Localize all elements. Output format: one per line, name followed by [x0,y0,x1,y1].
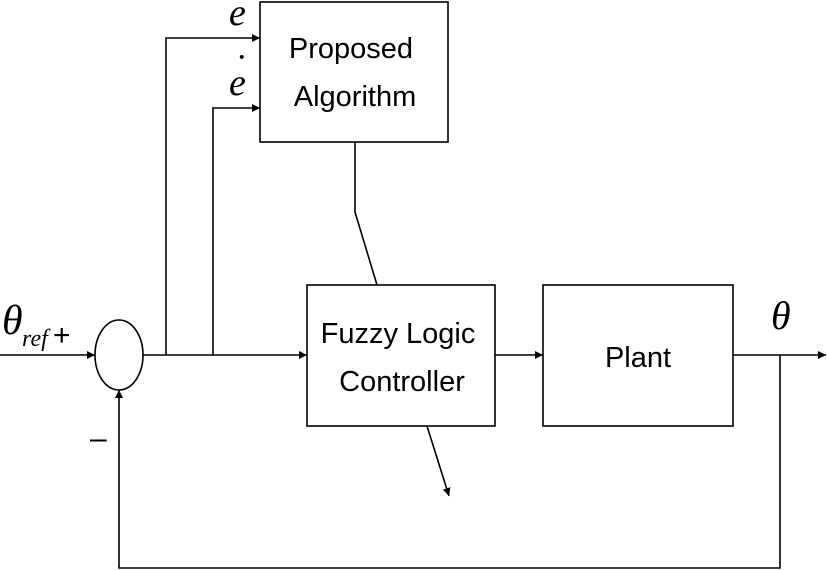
controller-output-arrow [426,425,451,497]
output-signal-symbol: θ [771,293,791,338]
reference-signal-subscript: ref [22,326,51,352]
error-branch-arrow [165,34,260,355]
proposed-algorithm-label-line1: Proposed [289,33,413,65]
summing-junction [94,319,144,391]
proposed-algorithm-block [259,1,449,143]
minus-sign: – [90,422,107,455]
fuzzy-logic-controller-label-line2: Controller [339,366,465,398]
error-rate-dot-accent: ˙ [233,47,246,89]
error-rate-signal-label: e [229,62,246,104]
fuzzy-logic-controller-block [306,284,496,427]
error-rate-branch-arrow [212,104,260,355]
fuzzy-logic-controller-label-line1: Fuzzy Logic [321,318,476,350]
plus-sign: + [53,319,71,352]
feedback-arrow [115,355,781,569]
reference-signal-symbol: θ [2,298,23,344]
plant-label: Plant [605,342,671,374]
proposed-algorithm-label-line2: Algorithm [294,81,417,113]
error-signal-label: e [229,0,246,34]
tuning-link [354,142,378,286]
